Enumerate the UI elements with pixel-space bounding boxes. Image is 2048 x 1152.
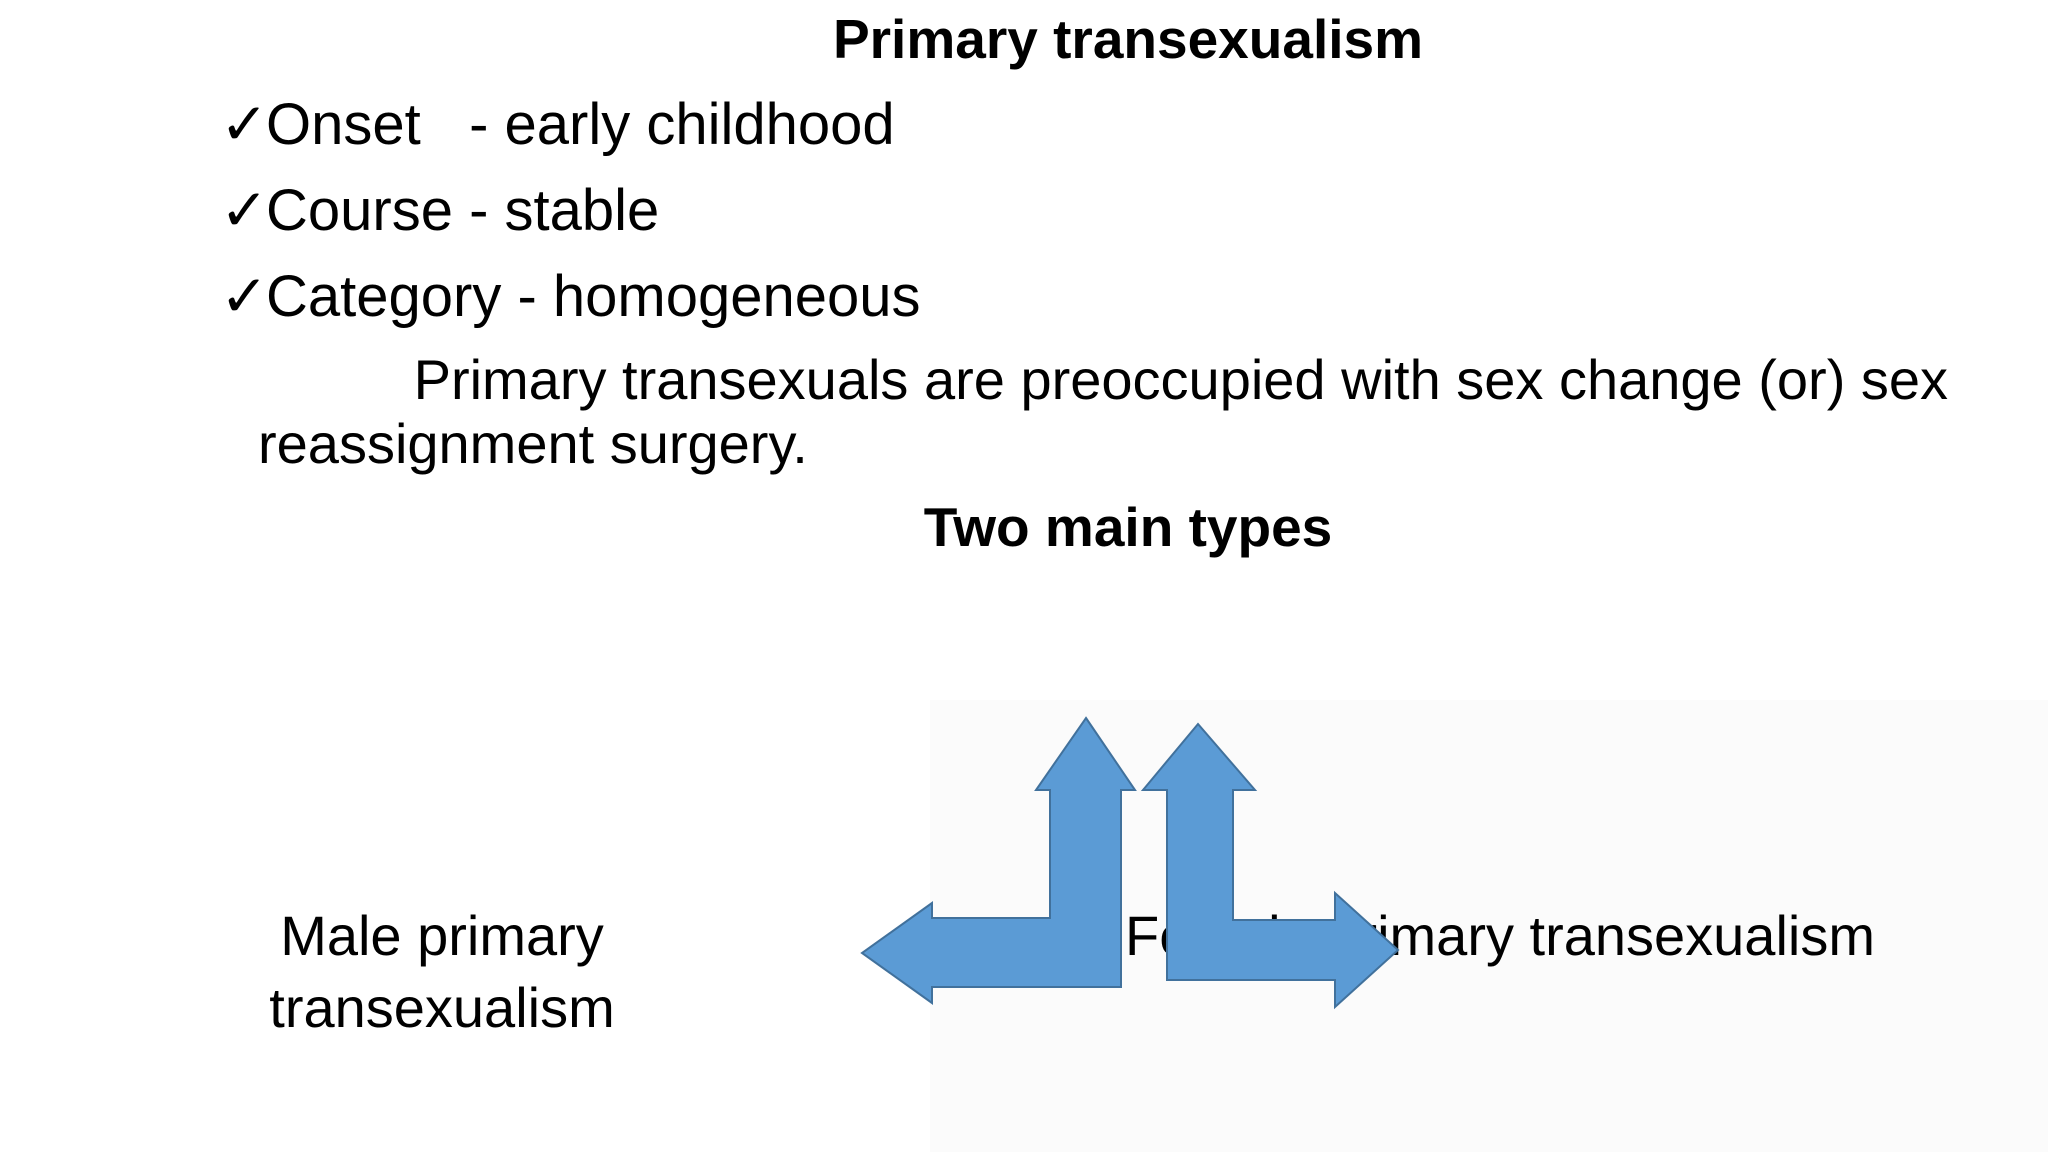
bullet-text: Onset - early childhood: [266, 92, 895, 157]
bullet-category: ✓Category - homogeneous: [220, 262, 921, 332]
male-type-label: Male primary transexualism: [269, 904, 615, 1039]
bullet-text: Course - stable: [266, 178, 660, 243]
right-bent-arrow-icon: [1140, 722, 1400, 1010]
section-subtitle: Two main types: [923, 496, 1333, 558]
left-bent-arrow-icon: [860, 716, 1137, 1005]
check-icon: ✓: [220, 92, 269, 157]
bullet-text: Category - homogeneous: [266, 264, 921, 329]
description-paragraph: Primary transexuals are preoccupied with…: [258, 348, 1964, 475]
bullet-course: ✓Course - stable: [220, 176, 659, 246]
bullet-onset: ✓Onset - early childhood: [220, 90, 895, 160]
slide-title: Primary transexualism: [832, 8, 1424, 70]
check-icon: ✓: [220, 178, 269, 243]
check-icon: ✓: [220, 264, 269, 329]
